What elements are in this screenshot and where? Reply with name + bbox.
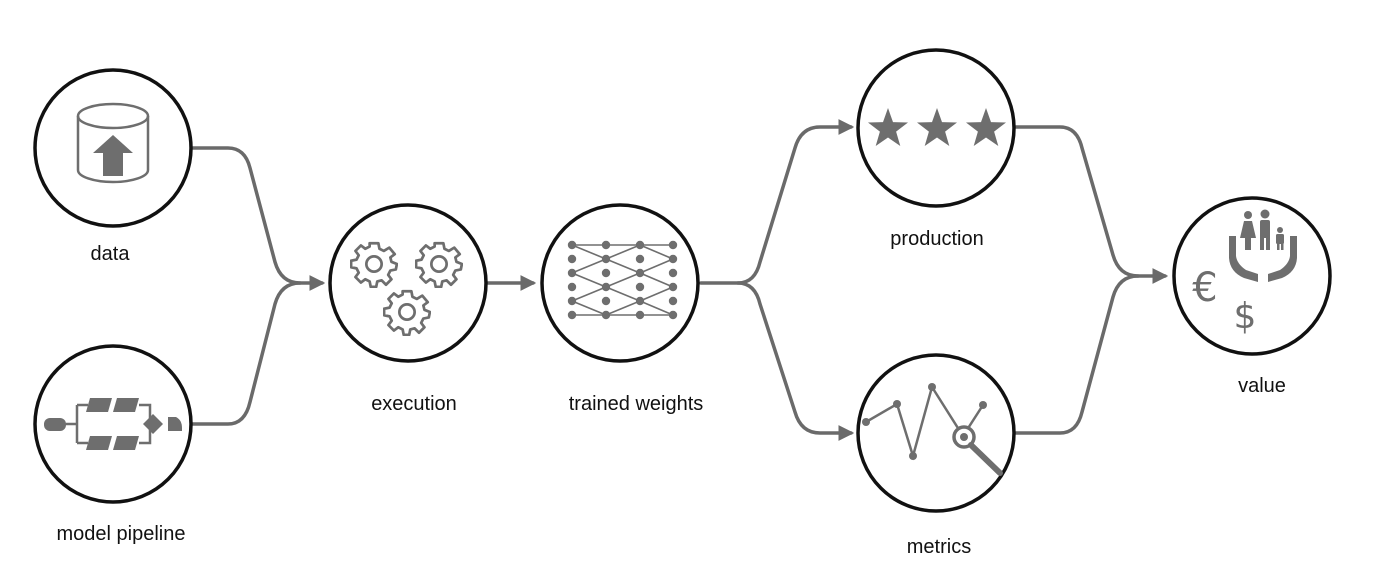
network-node	[668, 240, 678, 250]
node-value: € $ value	[1172, 196, 1332, 397]
network-node	[601, 268, 611, 278]
node-execution: execution	[328, 203, 488, 415]
network-node	[567, 268, 577, 278]
star-icon	[966, 108, 1006, 146]
network-node	[601, 282, 611, 292]
edge-model-pipeline-to-execution	[189, 281, 302, 426]
node-data: data	[33, 68, 193, 265]
network-node	[635, 282, 645, 292]
network-node	[635, 296, 645, 306]
node-metrics-circle	[856, 353, 1016, 513]
network-node	[635, 254, 645, 264]
node-model-pipeline: model pipeline	[33, 344, 193, 545]
network-node	[567, 282, 577, 292]
node-trained-weights-label: trained weights	[569, 393, 704, 415]
edge-trained-weights-to-production	[699, 119, 855, 285]
node-trained-weights: trained weights	[540, 203, 704, 415]
star-icon	[868, 108, 908, 146]
network-node	[635, 310, 645, 320]
node-execution-label: execution	[371, 393, 457, 415]
network-node	[567, 296, 577, 306]
database-upload-icon	[76, 102, 150, 184]
network-node	[567, 254, 577, 264]
network-node	[601, 240, 611, 250]
network-node	[567, 240, 577, 250]
node-model-pipeline-circle	[33, 344, 193, 504]
network-node	[635, 240, 645, 250]
network-node	[601, 310, 611, 320]
node-value-label: value	[1238, 375, 1286, 397]
edge-trained-weights-to-metrics	[736, 281, 855, 441]
family-hands-currency-icon	[1229, 209, 1297, 282]
edge-production-to-value	[1014, 125, 1169, 284]
network-node	[601, 254, 611, 264]
node-data-label: data	[91, 243, 131, 265]
network-node	[635, 268, 645, 278]
node-execution-circle	[328, 203, 488, 363]
network-node	[567, 310, 577, 320]
network-node	[668, 254, 678, 264]
euro-symbol: €	[1192, 265, 1217, 311]
edge-metrics-to-value	[1014, 274, 1140, 435]
node-metrics: metrics	[856, 353, 1016, 558]
node-production: production	[856, 48, 1016, 250]
node-production-label: production	[890, 228, 983, 250]
three-stars-icon	[868, 108, 1006, 146]
neural-network-icon	[567, 240, 678, 320]
network-node	[668, 310, 678, 320]
pipeline-flow-icon	[44, 398, 182, 450]
node-model-pipeline-label: model pipeline	[57, 523, 186, 545]
network-node	[668, 296, 678, 306]
dollar-symbol: $	[1234, 296, 1257, 337]
edge-data-to-execution	[189, 146, 326, 291]
network-node	[668, 268, 678, 278]
network-node	[601, 296, 611, 306]
line-chart-magnifier-icon	[862, 383, 1003, 476]
network-node	[668, 282, 678, 292]
node-metrics-label: metrics	[907, 536, 971, 558]
node-trained-weights-circle	[540, 203, 700, 363]
star-icon	[917, 108, 957, 146]
